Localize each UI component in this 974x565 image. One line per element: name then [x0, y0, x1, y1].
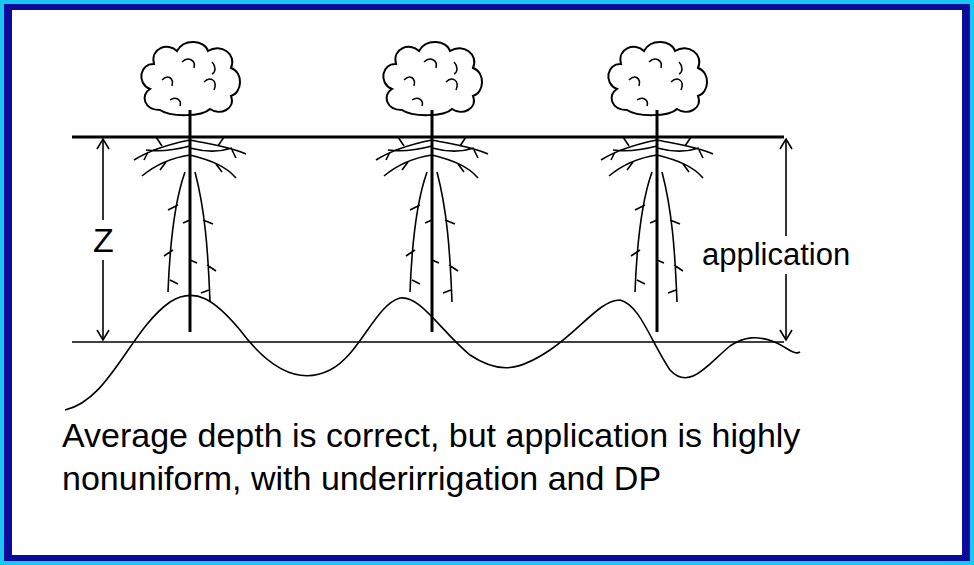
caption: Average depth is correct, but applicatio…: [62, 414, 897, 500]
application-label: application: [700, 236, 852, 274]
depth-label: Z: [91, 220, 116, 260]
